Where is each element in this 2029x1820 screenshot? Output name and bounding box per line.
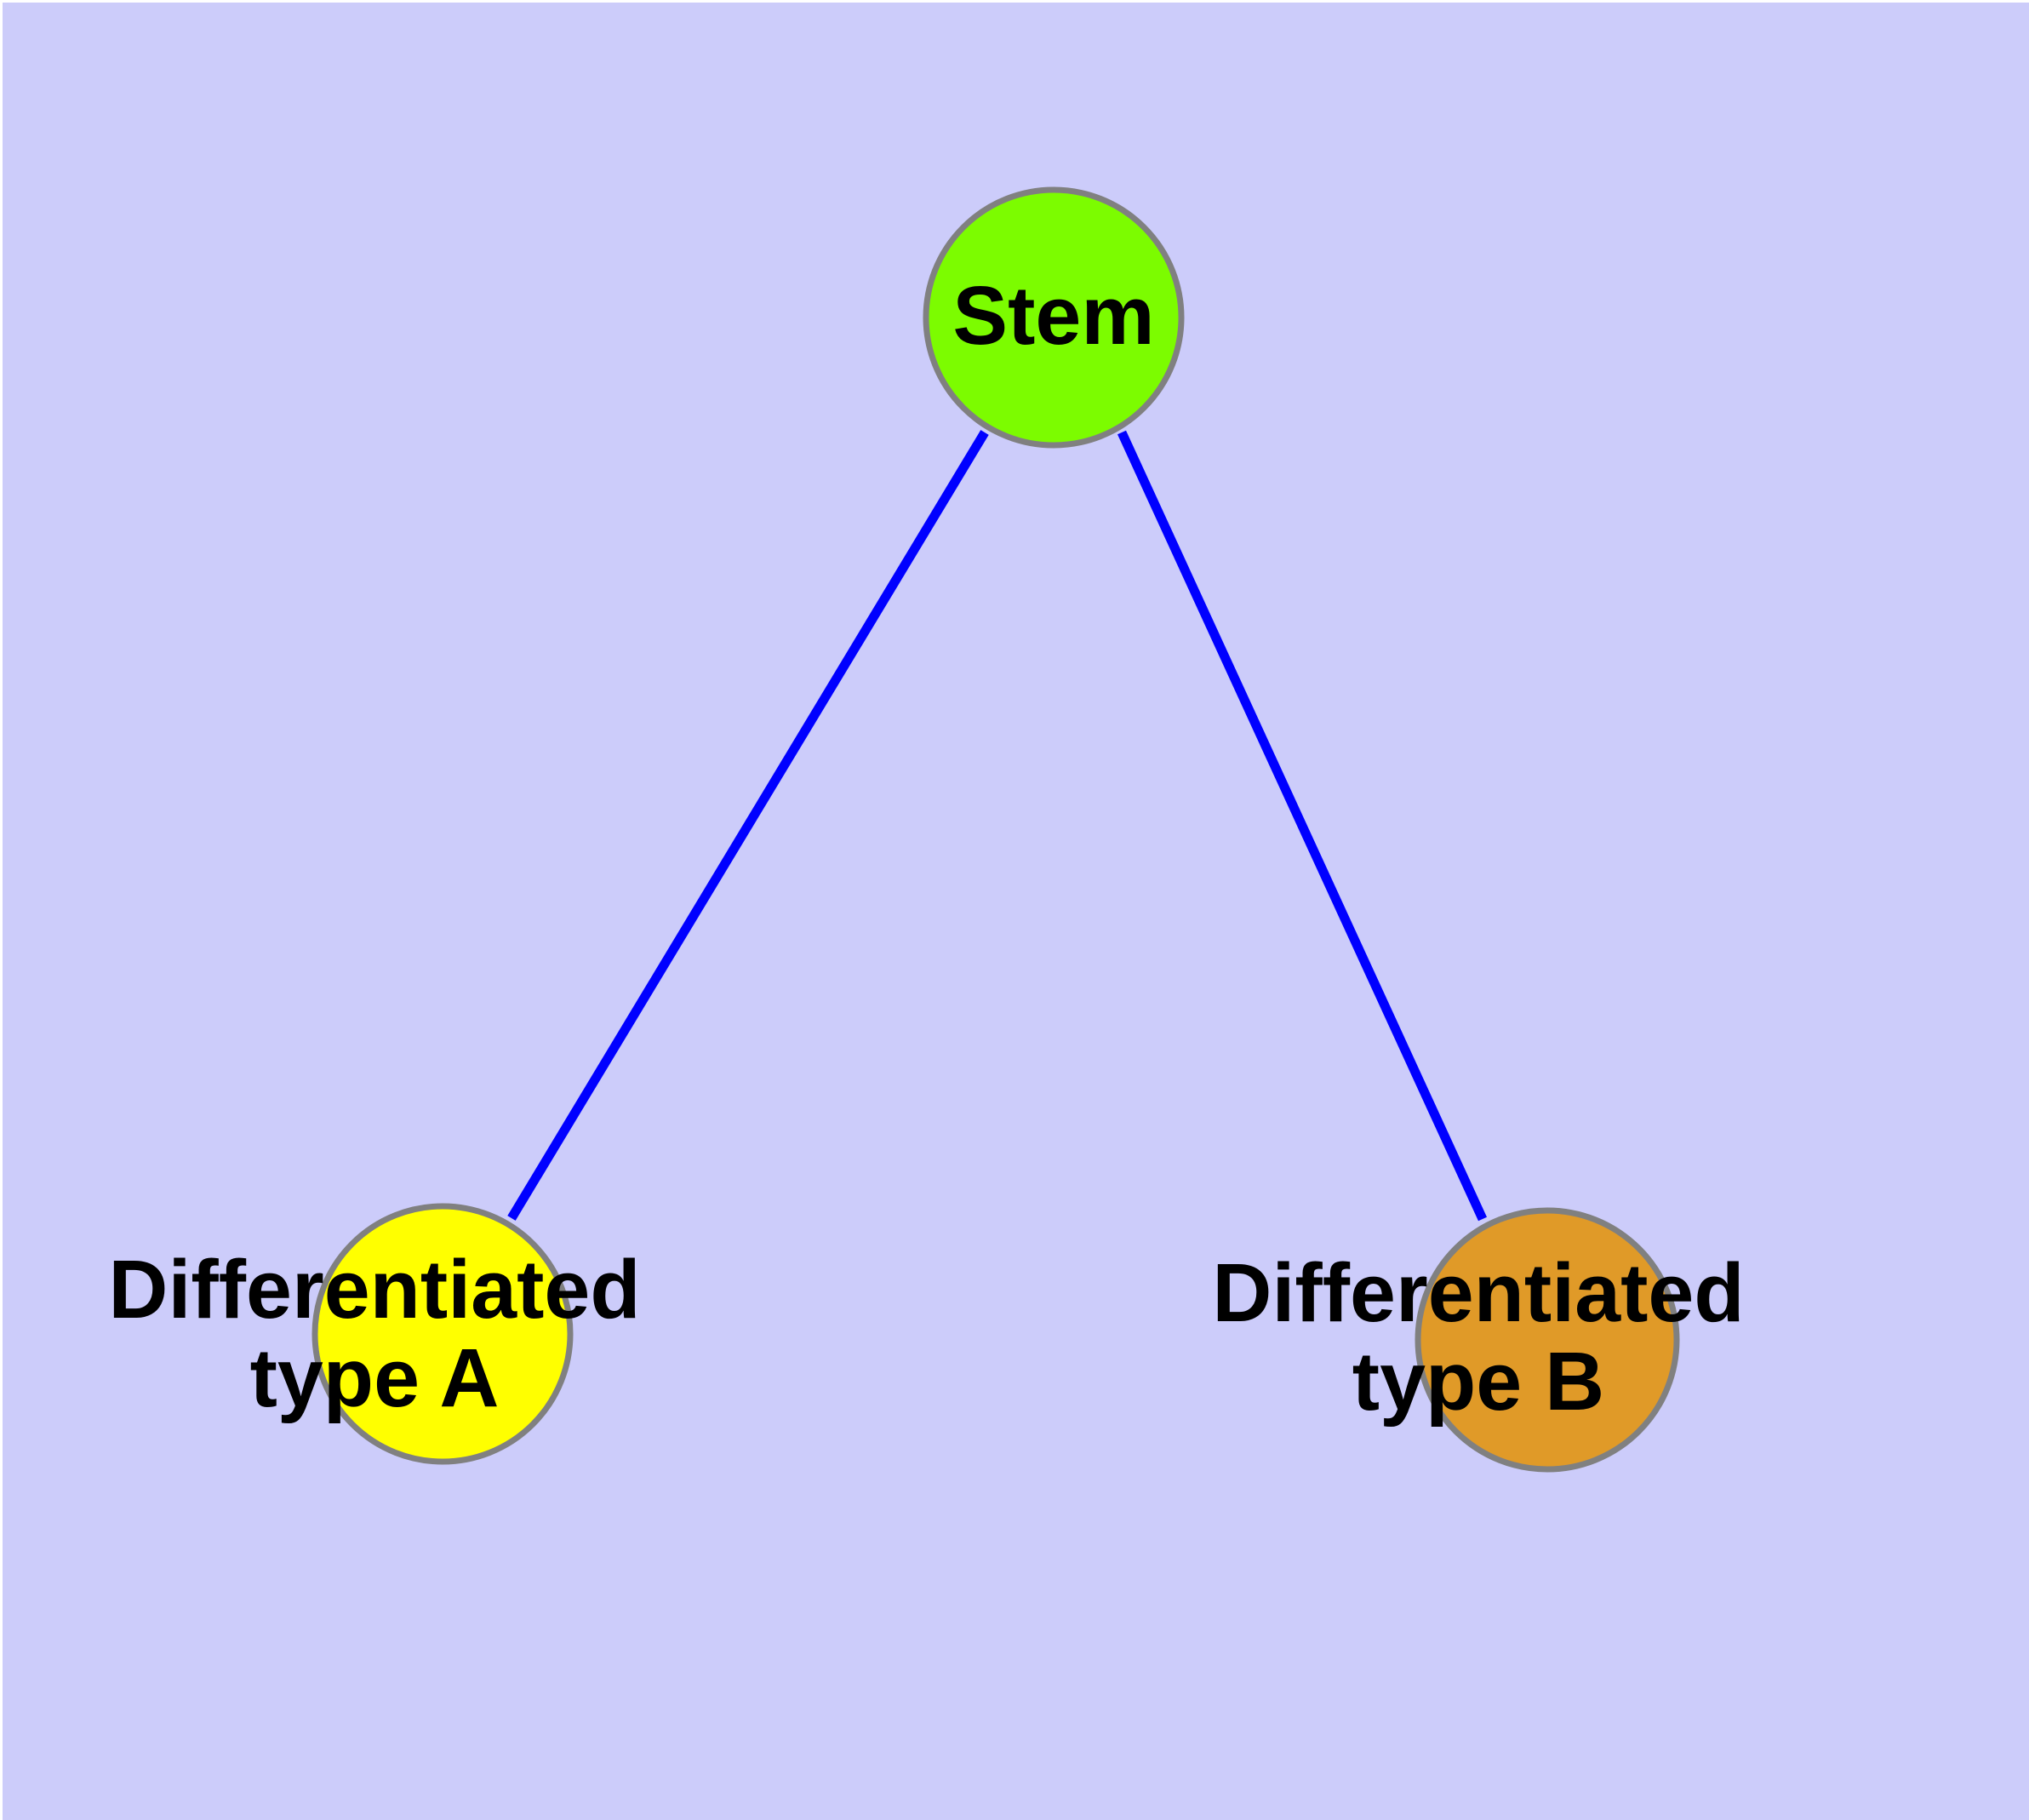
differentiated-type-b-node-label-line-0: Differentiated: [1212, 1246, 1744, 1339]
differentiated-type-b-node-label-line-1: type B: [1352, 1335, 1604, 1428]
edge-stem-to-differentiated-type-b: [1117, 430, 1487, 1222]
differentiated-type-a-node-label-line-0: Differentiated: [108, 1243, 640, 1336]
differentiated-type-b-node-circle[interactable]: [1415, 1207, 1680, 1473]
stem-node-label: Stem: [952, 269, 1154, 362]
differentiated-type-a-node-label-line-1: type A: [250, 1331, 500, 1424]
stem-node[interactable]: Stem: [923, 186, 1185, 449]
edge-layer: [507, 430, 1487, 1222]
stem-node-circle[interactable]: [923, 186, 1185, 449]
differentiated-type-a-node-circle[interactable]: [311, 1203, 574, 1465]
edge-stem-to-differentiated-type-a: [507, 430, 989, 1221]
stem-node-label-line-0: Stem: [952, 269, 1154, 362]
